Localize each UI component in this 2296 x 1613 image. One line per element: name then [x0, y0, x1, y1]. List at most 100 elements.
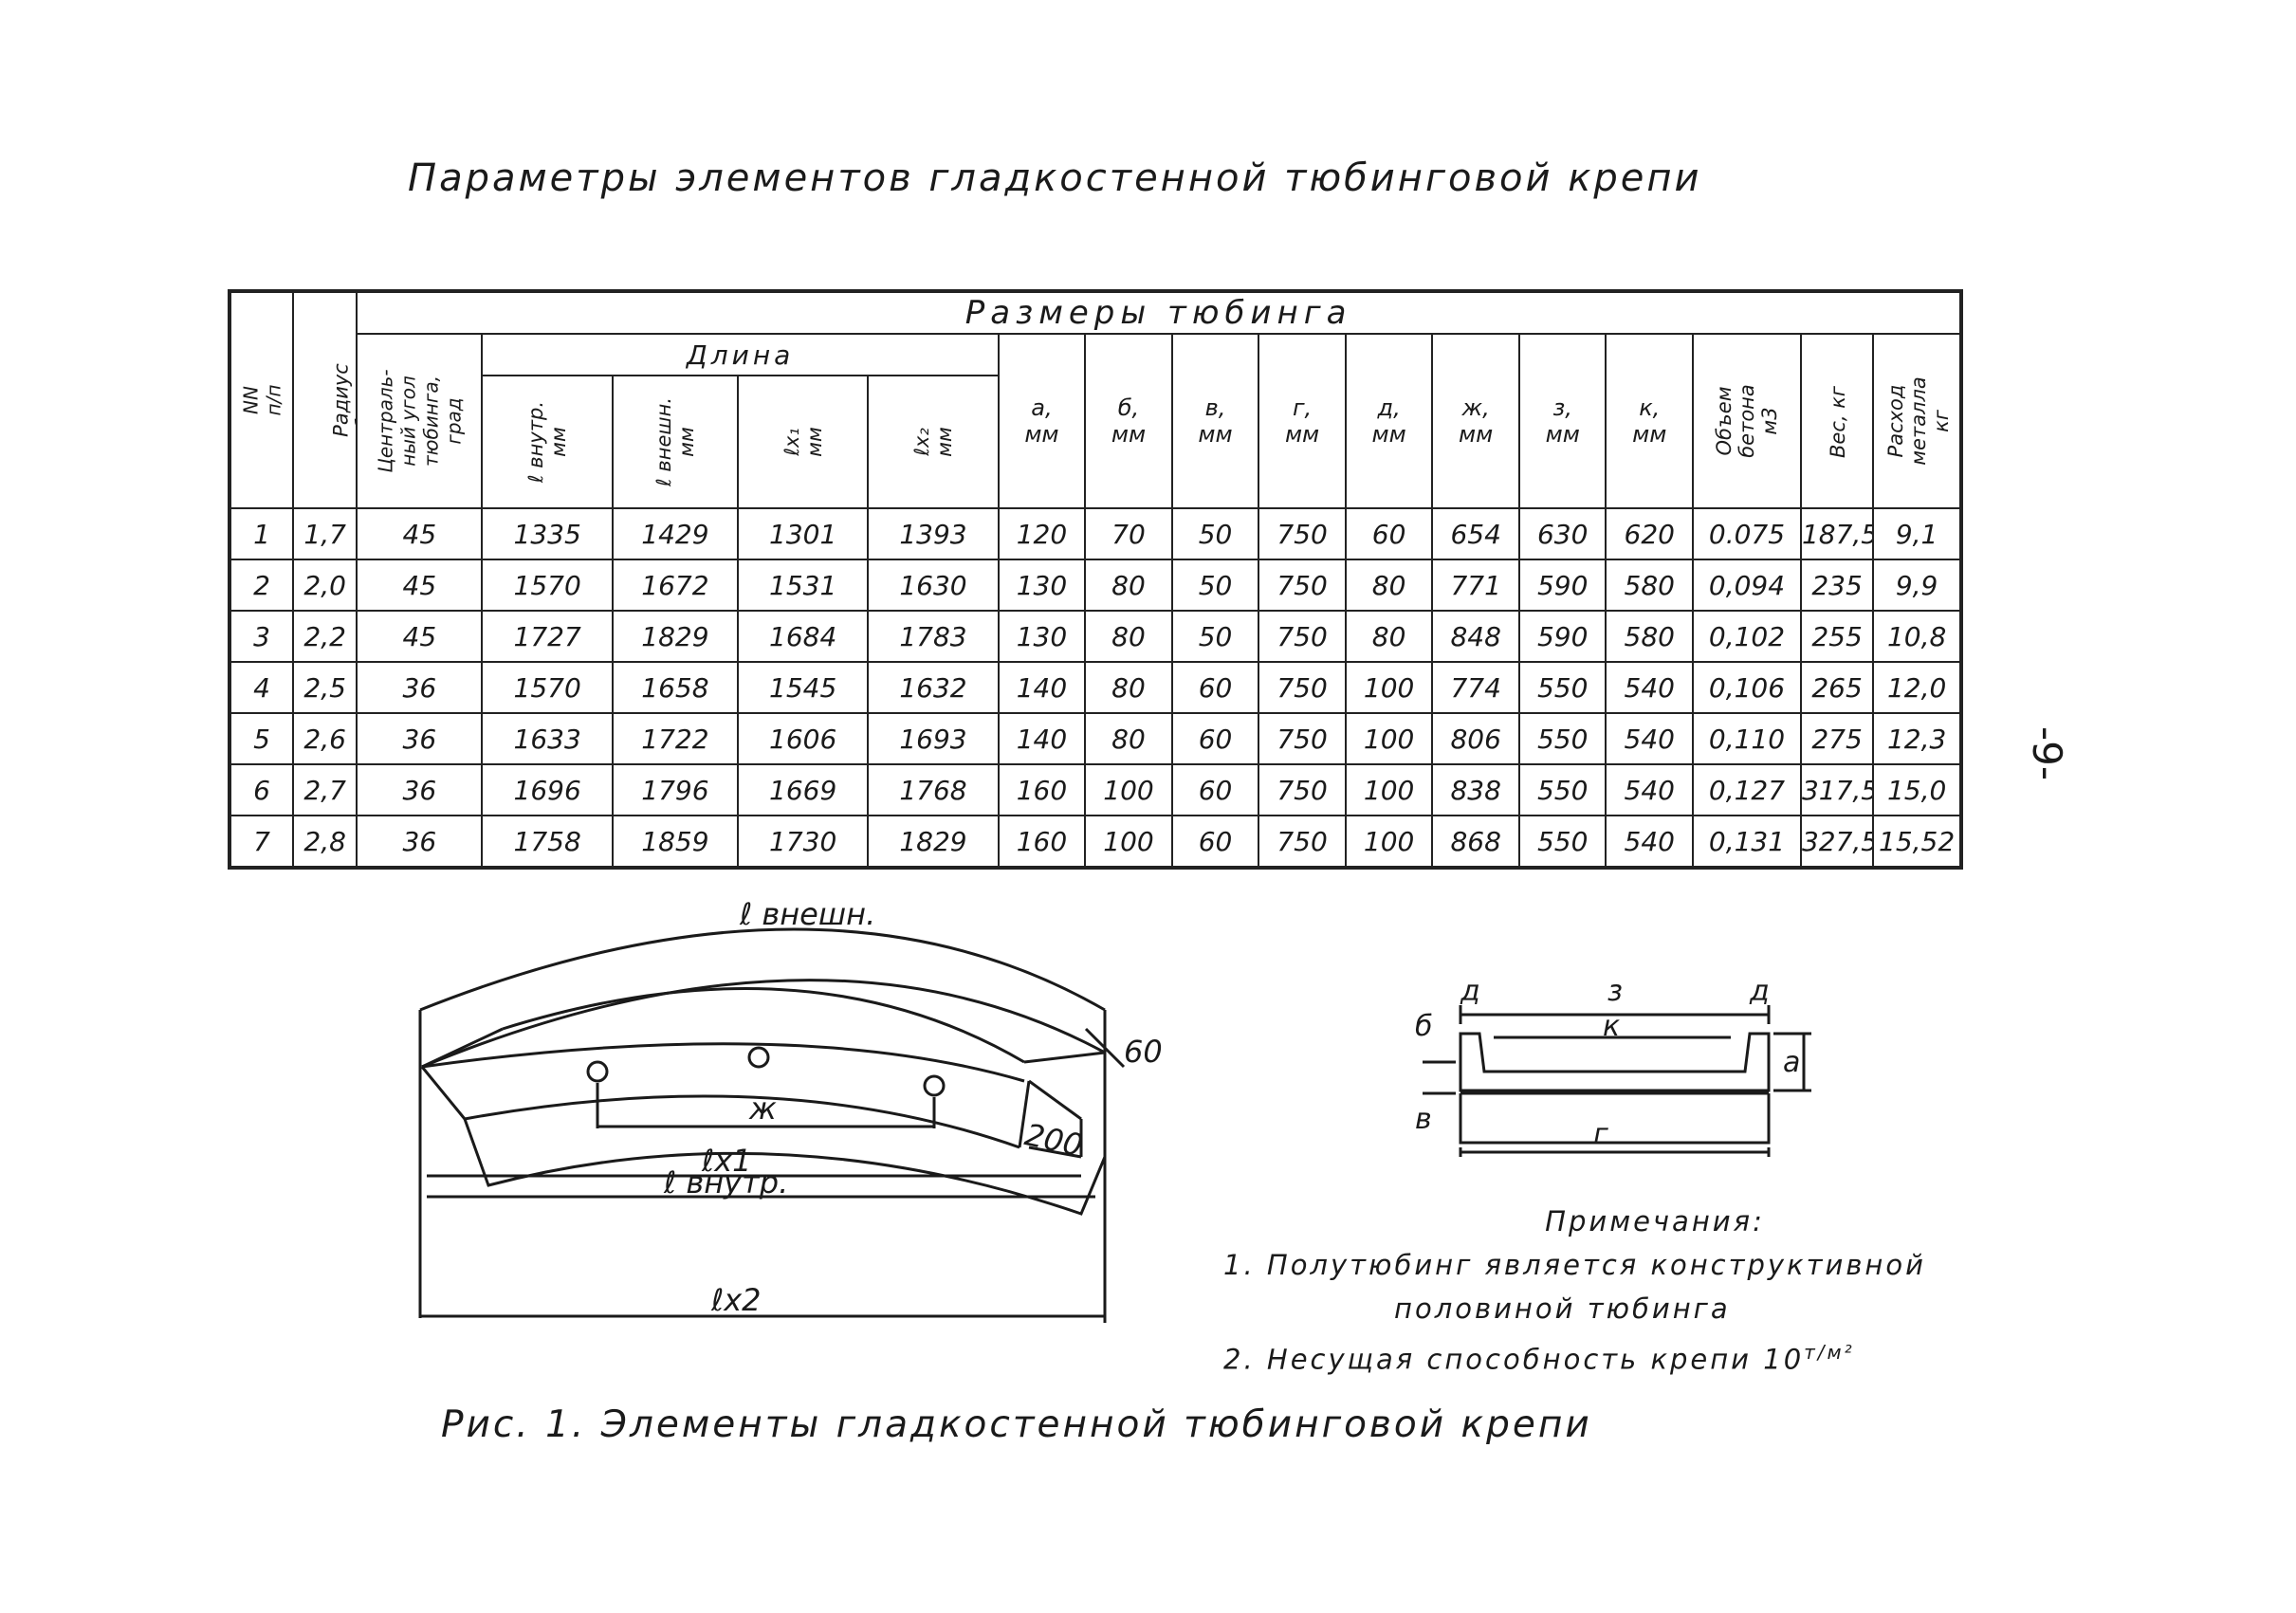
d-left-label: д [1460, 975, 1480, 1008]
table-cell: 540 [1605, 763, 1695, 816]
header-row-number: NN п/п [228, 290, 295, 509]
z-label: з [1607, 975, 1623, 1008]
page-number: -9- [2024, 725, 2071, 781]
table-cell: 1829 [611, 610, 740, 663]
table-cell: 590 [1517, 610, 1607, 663]
table-cell: 317,5 [1799, 763, 1875, 816]
table-cell: 5 [228, 712, 295, 765]
lx1-label: ℓx1 [701, 1143, 752, 1179]
header-k: к,мм [1605, 333, 1695, 509]
table-cell: 275 [1799, 712, 1875, 765]
table-cell: 100 [1084, 815, 1173, 869]
table-cell: 750 [1258, 712, 1347, 765]
table-cell: 12,3 [1872, 712, 1962, 765]
table-cell: 100 [1084, 763, 1173, 816]
table-cell: 1545 [737, 661, 870, 714]
header-metal-consumption: Расход металла кг [1872, 333, 1962, 509]
table-cell: 1730 [737, 815, 870, 869]
table-cell: 0,106 [1692, 661, 1802, 714]
table-cell: 848 [1431, 610, 1520, 663]
table-cell: 1693 [867, 712, 1000, 765]
table-cell: 36 [356, 815, 484, 869]
table-cell: 550 [1517, 815, 1607, 869]
table-cell: 10,8 [1872, 610, 1962, 663]
table-cell: 0.075 [1692, 507, 1802, 560]
header-z: з,мм [1517, 333, 1607, 509]
table-cell: 1630 [867, 559, 1000, 612]
table-cell: 1768 [867, 763, 1000, 816]
table-cell: 590 [1517, 559, 1607, 612]
table-cell: 50 [1170, 507, 1260, 560]
table-cell: 15,0 [1872, 763, 1962, 816]
table-cell: 100 [1344, 763, 1434, 816]
table-cell: 750 [1258, 559, 1347, 612]
note-2: 2. Несущая способность крепи 10т/м² [1223, 1341, 1855, 1376]
table-cell: 60 [1170, 712, 1260, 765]
l-inner-label: ℓ внутр. [663, 1164, 788, 1201]
header-concrete-volume: Объем бетона м3 [1692, 333, 1802, 509]
table-cell: 1829 [867, 815, 1000, 869]
table-cell: 100 [1344, 712, 1434, 765]
table-cell: 60 [1170, 815, 1260, 869]
table-cell: 160 [997, 815, 1087, 869]
table-cell: 80 [1344, 559, 1434, 612]
table-cell: 2,6 [292, 712, 358, 765]
table-cell: 12,0 [1872, 661, 1962, 714]
table-cell: 2,7 [292, 763, 358, 816]
table-cell: 7 [228, 815, 295, 869]
table-cell: 580 [1605, 559, 1695, 612]
header-v: в,мм [1170, 333, 1260, 509]
a-label: а [1783, 1046, 1800, 1079]
table-cell: 9,9 [1872, 559, 1962, 612]
table-cell: 750 [1258, 661, 1347, 714]
table-cell: 550 [1517, 661, 1607, 714]
note-1-line-1: 1. Полутюбинг является конструктивной [1223, 1249, 1926, 1281]
zh-label: ж [748, 1091, 777, 1127]
table-cell: 654 [1431, 507, 1520, 560]
header-length: Длина [481, 333, 1000, 376]
table-cell: 620 [1605, 507, 1695, 560]
table-cell: 15,52 [1872, 815, 1962, 869]
l-outer-label: ℓ внешн. [739, 896, 875, 932]
table-cell: 45 [356, 610, 484, 663]
table-cell: 80 [1344, 610, 1434, 663]
table-cell: 80 [1084, 610, 1173, 663]
table-cell: 36 [356, 712, 484, 765]
tubing-outer-arc [421, 979, 1106, 1069]
table-cell: 45 [356, 507, 484, 560]
table-cell: 750 [1258, 763, 1347, 816]
table-cell: 1570 [481, 559, 614, 612]
table-cell: 80 [1084, 712, 1173, 765]
table-cell: 255 [1799, 610, 1875, 663]
b-label: б [1415, 1010, 1433, 1043]
tubing-bottom-arc [421, 1042, 1025, 1083]
k-label: к [1603, 1010, 1620, 1043]
header-lx2: ℓx₂ мм [867, 375, 1000, 509]
outer-dimension-arc [419, 927, 1106, 1012]
header-weight: Вес, кг [1799, 333, 1875, 509]
table-cell: 550 [1517, 712, 1607, 765]
header-a: а,мм [997, 333, 1087, 509]
tubing-cross-section-drawing: д з д б к а в г [1415, 975, 1811, 1157]
table-cell: 1684 [737, 610, 870, 663]
table-cell: 0,127 [1692, 763, 1802, 816]
table-cell: 1672 [611, 559, 740, 612]
table-cell: 1606 [737, 712, 870, 765]
header-l-outer: ℓ внешн. мм [611, 375, 740, 509]
table-cell: 70 [1084, 507, 1173, 560]
table-cell: 1633 [481, 712, 614, 765]
table-cell: 540 [1605, 815, 1695, 869]
d-right-label: д [1749, 975, 1770, 1008]
table-cell: 2,2 [292, 610, 358, 663]
table-cell: 1632 [867, 661, 1000, 714]
table-cell: 1696 [481, 763, 614, 816]
lx2-label: ℓx2 [710, 1282, 762, 1318]
dimension-60: 60 [1124, 1034, 1163, 1070]
figure-caption: Рис. 1. Элементы гладкостенной тюбингово… [441, 1403, 1592, 1446]
table-cell: 2 [228, 559, 295, 612]
table-cell: 1658 [611, 661, 740, 714]
header-g: г,мм [1258, 333, 1347, 509]
